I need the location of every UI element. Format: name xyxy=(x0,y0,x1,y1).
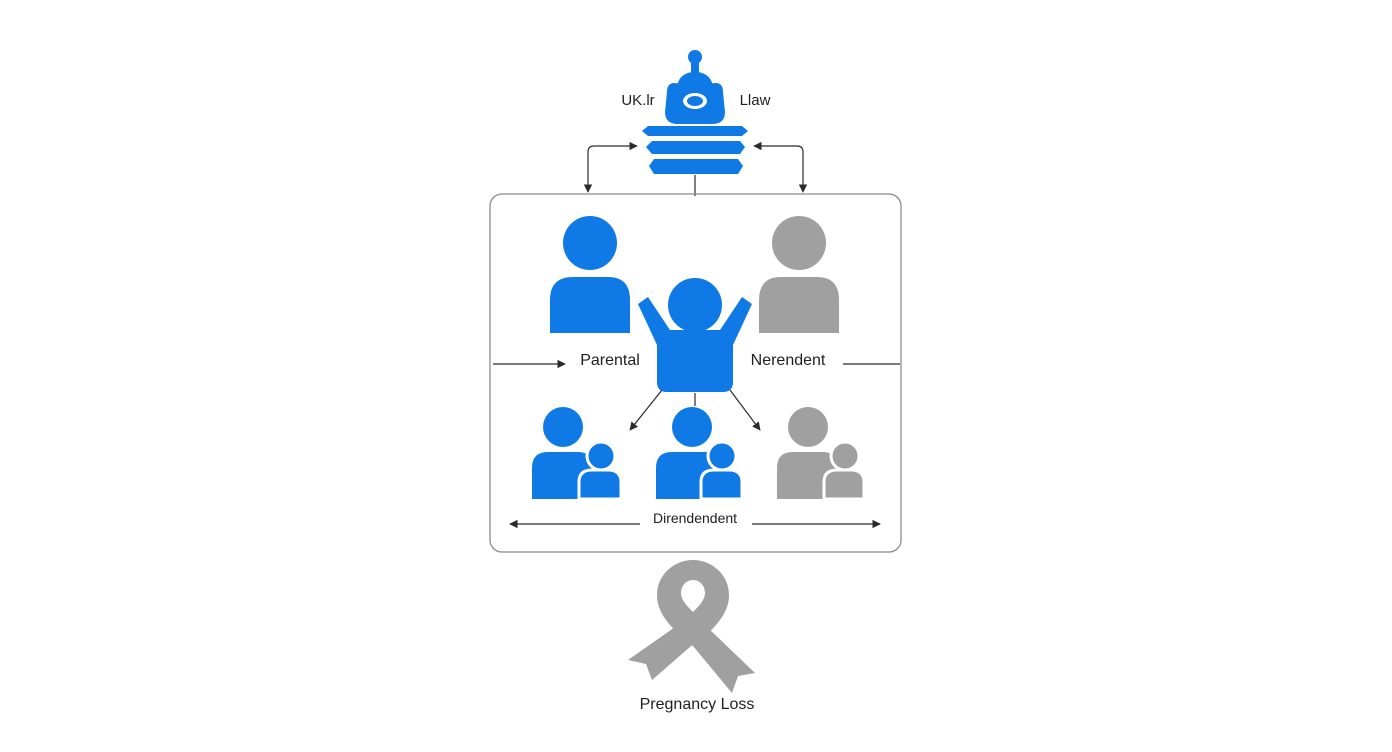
awareness-ribbon-icon xyxy=(628,560,755,693)
label-direndendent: Direndendent xyxy=(653,510,737,526)
label-nerendent: Nerendent xyxy=(751,352,826,369)
label-parental: Parental xyxy=(580,352,640,369)
label-top-right: Llaw xyxy=(740,92,771,109)
crown-tiered-icon xyxy=(642,50,748,174)
arrow-child-to-right-family xyxy=(729,389,761,431)
connector-top-right xyxy=(753,141,808,193)
label-pregnancy-loss: Pregnancy Loss xyxy=(640,696,755,713)
connector-top-left xyxy=(583,141,638,193)
arrow-child-to-left-family xyxy=(629,389,663,431)
label-top-left: UK.lr xyxy=(621,92,654,109)
child-arms-raised-icon xyxy=(638,278,752,392)
parent-right-icon xyxy=(759,216,839,333)
main-frame xyxy=(489,193,902,553)
parent-left-icon xyxy=(550,216,630,333)
family-left-icon xyxy=(532,407,623,501)
family-center-icon xyxy=(656,407,744,501)
family-right-icon xyxy=(777,407,866,501)
